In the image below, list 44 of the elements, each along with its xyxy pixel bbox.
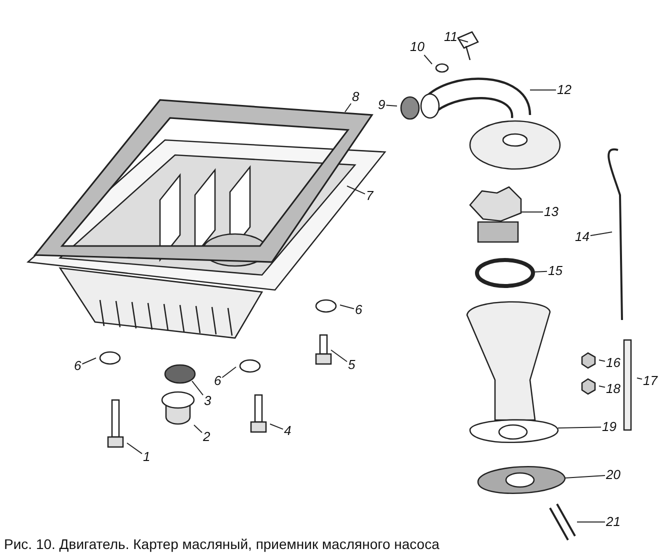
leader-line xyxy=(222,366,236,378)
callout-number: 6 xyxy=(355,303,362,317)
leader-line xyxy=(636,378,642,380)
callout-number: 16 xyxy=(606,356,620,370)
leader-line xyxy=(598,360,606,362)
callout-number: 17 xyxy=(643,374,658,388)
callout-number: 20 xyxy=(606,468,620,482)
callout-number: 4 xyxy=(284,424,292,438)
callout-number: 11 xyxy=(444,30,458,44)
callout-number: 1 xyxy=(143,450,150,464)
leader-line xyxy=(82,358,96,364)
callout-number: 3 xyxy=(204,394,212,408)
callout-number: 13 xyxy=(544,205,558,219)
callout-number: 18 xyxy=(606,382,620,396)
leader-line xyxy=(590,232,612,236)
callout-number: 19 xyxy=(602,420,616,434)
leader-line xyxy=(386,104,398,106)
leader-line xyxy=(270,424,284,430)
callout-number: 21 xyxy=(606,515,620,529)
callout-number: 9 xyxy=(378,98,386,112)
leader-line xyxy=(194,424,202,434)
callout-number: 8 xyxy=(352,90,360,104)
leader-line xyxy=(598,386,606,388)
callout-number: 12 xyxy=(557,83,572,97)
callout-number: 14 xyxy=(575,230,590,244)
leader-line xyxy=(564,475,606,478)
callout-number: 5 xyxy=(348,358,356,372)
callout-number: 15 xyxy=(548,264,562,278)
leader-line xyxy=(346,186,366,194)
callout-number: 6 xyxy=(74,359,82,373)
leader-line xyxy=(192,380,204,396)
leader-line xyxy=(532,270,548,272)
callout-number: 7 xyxy=(366,189,374,203)
leader-line xyxy=(344,103,352,112)
callout-number: 6 xyxy=(214,374,222,388)
figure-caption: Рис. 10. Двигатель. Картер масляный, приемник масляного насоса xyxy=(4,536,440,552)
leader-line xyxy=(424,54,432,64)
leader-line xyxy=(340,304,354,310)
leader-line xyxy=(558,426,602,428)
callout-number: 2 xyxy=(203,430,210,444)
leader-line xyxy=(458,38,468,42)
leader-line xyxy=(330,350,348,362)
callout-number: 10 xyxy=(410,40,424,54)
leader-line xyxy=(126,442,142,454)
